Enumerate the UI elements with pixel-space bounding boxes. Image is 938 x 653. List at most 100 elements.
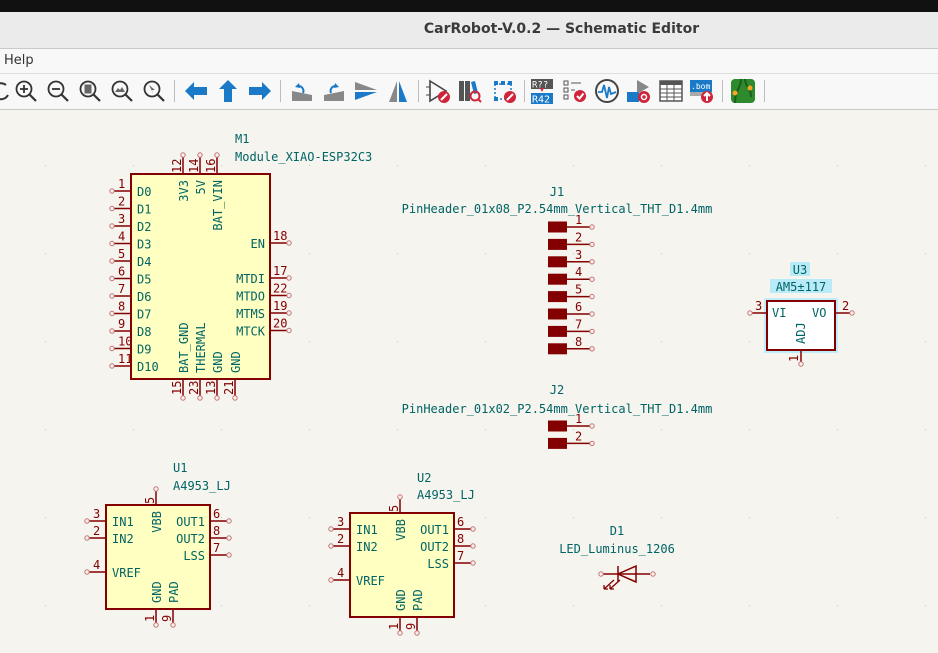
header-pin-2[interactable]: 2 bbox=[548, 230, 595, 250]
header-pin-2[interactable]: 2 bbox=[548, 429, 595, 449]
pin-terminal[interactable] bbox=[109, 258, 115, 264]
zoom-in-button[interactable] bbox=[12, 77, 40, 105]
pin-terminal[interactable] bbox=[286, 275, 292, 281]
pin-terminal[interactable] bbox=[84, 535, 90, 541]
erc-button[interactable] bbox=[561, 77, 589, 105]
header-pin-5[interactable]: 5 bbox=[548, 283, 595, 303]
pin-terminal[interactable] bbox=[109, 293, 115, 299]
pin-terminal[interactable] bbox=[109, 205, 115, 212]
pin-terminal[interactable] bbox=[414, 630, 420, 636]
pin-1[interactable]: 1D0 bbox=[109, 177, 152, 199]
zoom-fit-page-button[interactable] bbox=[76, 77, 104, 105]
fields-table-button[interactable] bbox=[657, 77, 685, 105]
pin-terminal[interactable] bbox=[589, 346, 595, 352]
pin-terminal[interactable] bbox=[197, 395, 203, 401]
header-pin-6[interactable]: 6 bbox=[548, 300, 595, 320]
navigate-up-button[interactable] bbox=[214, 77, 242, 105]
pin-terminal[interactable] bbox=[286, 240, 292, 246]
bom-button[interactable]: .bom bbox=[689, 77, 717, 105]
pin-terminal[interactable] bbox=[470, 526, 476, 532]
pin-terminal[interactable] bbox=[170, 622, 176, 628]
symbol-u3[interactable]: U3 AM5±117 3 VI 2 VO 1 ADJ bbox=[747, 262, 855, 367]
symbol-u2[interactable]: U2 A4953_LJ 3IN12IN24VREF6OUT18OUT27LSS5… bbox=[328, 471, 476, 636]
pin-terminal[interactable] bbox=[397, 630, 403, 636]
pin-terminal[interactable] bbox=[470, 543, 476, 549]
pin-terminal[interactable] bbox=[589, 328, 595, 335]
pin-terminal[interactable] bbox=[286, 310, 292, 316]
pin-terminal[interactable] bbox=[589, 440, 595, 447]
pin-terminal[interactable] bbox=[109, 363, 115, 369]
pin-terminal[interactable] bbox=[109, 223, 115, 229]
pin-terminal[interactable] bbox=[153, 622, 159, 628]
pin-terminal[interactable] bbox=[286, 292, 292, 299]
header-pin-1[interactable]: 1 bbox=[548, 412, 595, 432]
pin-terminal[interactable] bbox=[197, 152, 203, 158]
pin-terminal[interactable] bbox=[397, 494, 403, 500]
zoom-fit-objects-button[interactable] bbox=[108, 77, 136, 105]
pin-terminal[interactable] bbox=[328, 526, 334, 532]
assign-footprints-button[interactable] bbox=[625, 77, 653, 105]
pin-terminal[interactable] bbox=[180, 395, 186, 401]
pin-terminal[interactable] bbox=[109, 240, 115, 247]
pin-terminal[interactable] bbox=[286, 327, 292, 334]
pcb-editor-button[interactable] bbox=[729, 77, 757, 105]
navigate-forward-button[interactable] bbox=[246, 77, 274, 105]
pin-5[interactable]: 5D4 bbox=[109, 247, 152, 269]
annotate-button[interactable]: R??R42 bbox=[529, 77, 557, 106]
mirror-vertical-button[interactable] bbox=[352, 77, 380, 105]
pin-terminal[interactable] bbox=[84, 518, 90, 524]
pin-terminal[interactable] bbox=[589, 311, 595, 317]
pin-terminal[interactable] bbox=[589, 259, 595, 265]
pin-8[interactable]: 8D7 bbox=[109, 300, 152, 322]
pin-terminal[interactable] bbox=[109, 188, 115, 194]
pin-terminal[interactable] bbox=[589, 241, 595, 248]
pin-terminal[interactable] bbox=[180, 152, 186, 158]
pin-terminal[interactable] bbox=[153, 486, 159, 492]
footprint-editor-button[interactable] bbox=[490, 77, 518, 105]
pin-3[interactable]: 3D2 bbox=[109, 212, 152, 234]
pin-terminal[interactable] bbox=[589, 276, 595, 282]
symbol-editor-button[interactable] bbox=[424, 77, 452, 105]
schematic-drawing[interactable]: M1 Module_XIAO-ESP32C3 1D02D13D24D35D46D… bbox=[0, 110, 938, 649]
symbol-u1[interactable]: U1 A4953_LJ 3IN12IN24VREF6OUT18OUT27LSS5… bbox=[84, 461, 232, 628]
zoom-out-button[interactable] bbox=[44, 77, 72, 105]
pin-terminal[interactable] bbox=[109, 310, 115, 317]
symbol-d1[interactable]: D1 LED_Luminus_1206 bbox=[559, 524, 675, 590]
pin-terminal[interactable] bbox=[109, 345, 115, 352]
pin-terminal[interactable] bbox=[589, 423, 595, 429]
rotate-ccw-button[interactable] bbox=[288, 77, 316, 105]
pin-terminal[interactable] bbox=[214, 395, 220, 401]
pin-terminal[interactable] bbox=[589, 293, 595, 300]
simulator-button[interactable] bbox=[593, 77, 621, 105]
pin-6[interactable]: 6D5 bbox=[109, 265, 152, 287]
header-pin-8[interactable]: 8 bbox=[548, 335, 595, 355]
pin-terminal[interactable] bbox=[589, 224, 595, 230]
